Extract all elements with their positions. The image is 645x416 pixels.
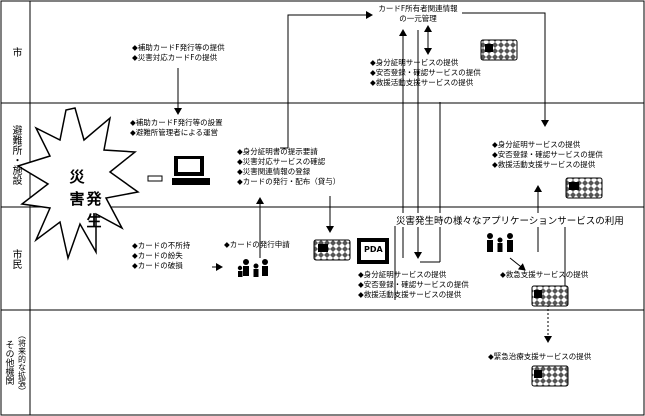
card-icon-other: [531, 365, 569, 387]
card-icon-shelter: [565, 177, 603, 199]
future-note: （将来的な拡張）: [17, 330, 27, 395]
pda-icon: [357, 238, 389, 264]
list-item: ◆安否登録・確認サービスの提供: [358, 280, 469, 289]
computer-icon: [147, 156, 210, 185]
list-item: ◆安否登録・確認サービスの提供: [492, 150, 603, 159]
pda-label: PDA: [364, 245, 383, 254]
list-item: ◆災害対応カードFの提供: [132, 53, 218, 62]
card-icon-citizen-left: [313, 239, 351, 261]
list-item: ◆カードの発行・配布（貸与）: [237, 177, 341, 186]
list-item: ◆救援活動支援サービスの提供: [492, 160, 596, 169]
relief-service: ◆救急支援サービスの提供: [500, 270, 589, 279]
city-services-list: ◆身分証明サービスの提供 ◆安否登録・確認サービスの提供 ◆救援活動支援サービス…: [370, 58, 481, 88]
citizen-conditions-list: ◆カードの不所持 ◆カードの紛失 ◆カードの破損: [132, 241, 190, 271]
people-icon-family: [487, 233, 513, 252]
medical-service: ◆緊急治療支援サービスの提供: [488, 352, 592, 361]
list-item: ◆避難所管理者による運営: [130, 128, 219, 137]
list-item: ◆補助カードF発行等の提供: [132, 43, 225, 52]
list-item: ◆身分証明サービスの提供: [358, 270, 447, 279]
disaster-label: 災 害: [69, 168, 85, 208]
card-request: ◆カードの発行申請: [224, 240, 290, 249]
arrow-center-to-shelter-services: [462, 12, 549, 127]
list-item: ◆補助カードF発行等の設置: [130, 118, 223, 127]
arrow-family-to-relief: [509, 257, 526, 271]
shelter-services-list: ◆身分証明サービスの提供 ◆安否登録・確認サービスの提供 ◆救援活動支援サービス…: [492, 140, 603, 170]
lane-label-citizen: 市民: [10, 248, 21, 269]
lane-label-city: 市: [10, 47, 21, 57]
list-item: ◆身分証明サービスの提供: [492, 140, 581, 149]
list-item: ◆カードの紛失: [132, 251, 183, 260]
people-icon-citizen: [237, 259, 268, 277]
list-item: ◆救援活動支援サービスの提供: [370, 78, 474, 87]
arrow-shelter-to-center: [280, 11, 373, 149]
city-task-list: ◆補助カードF発行等の提供 ◆災害対応カードFの提供: [132, 43, 225, 63]
lane-label-other: その他機関 （将来的な拡張）: [3, 330, 27, 395]
citizen-services-list: ◆身分証明サービスの提供 ◆安否登録・確認サービスの提供 ◆救援活動支援サービス…: [358, 270, 469, 300]
list-item: ◆災害対応サービスの確認: [237, 157, 326, 166]
disaster-label-2: 発 生: [86, 190, 102, 230]
disaster-burst-shape: [16, 107, 140, 261]
list-item: ◆救援活動支援サービスの提供: [358, 290, 462, 299]
lane-label-shelter: 避難所・施設: [10, 125, 21, 185]
list-item: ◆身分証明書の提示要請: [237, 147, 318, 156]
application-services-note: 災害発生時の様々なアプリケーションサービスの利用: [396, 213, 624, 227]
list-item: ◆身分証明サービスの提供: [370, 58, 459, 67]
card-icon-citizen-right: [531, 285, 569, 307]
shelter-task-list: ◆補助カードF発行等の設置 ◆避難所管理者による運営: [130, 118, 223, 138]
list-item: ◆カードの不所持: [132, 241, 191, 250]
card-icon-city: [480, 39, 518, 61]
shelter-process-list: ◆身分証明書の提示要請 ◆災害対応サービスの確認 ◆災害関連情報の登録 ◆カード…: [237, 147, 340, 187]
list-item: ◆安否登録・確認サービスの提供: [370, 68, 481, 77]
list-item: ◆カードの破損: [132, 261, 183, 270]
central-info-management: カードF所有者関連情報 の一元管理: [378, 4, 458, 23]
list-item: ◆災害関連情報の登録: [237, 167, 311, 176]
